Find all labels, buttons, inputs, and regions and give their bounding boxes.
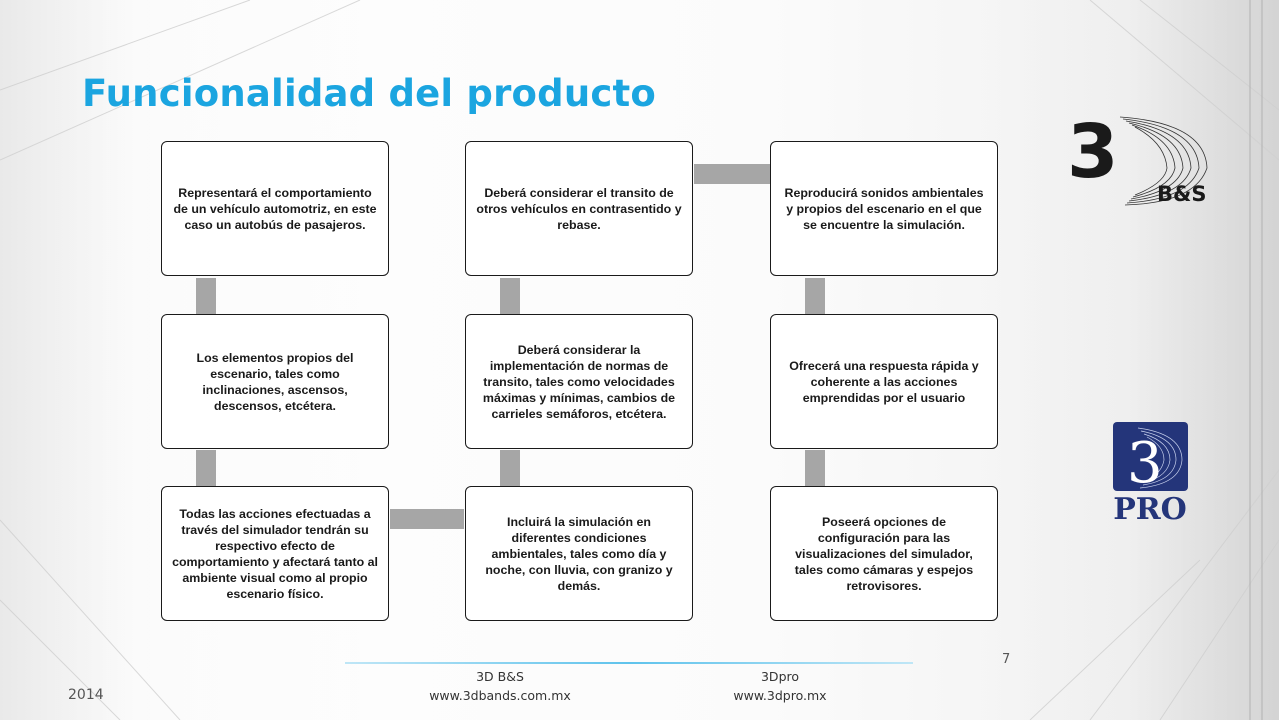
- flow-box-8: Ofrecerá una respuesta rápida y coherent…: [770, 314, 998, 449]
- page-title: Funcionalidad del producto: [82, 72, 657, 115]
- flow-box-6: Incluirá la simulación en diferentes con…: [465, 486, 693, 621]
- footer-left-block: 3D B&S www.3dbands.com.mx: [410, 667, 590, 705]
- flow-box-text: Deberá considerar la implementación de n…: [482, 342, 676, 421]
- flow-box-text: Representará el comportamiento de un veh…: [173, 185, 377, 232]
- connector-5-4: [500, 278, 520, 314]
- connector-6-5: [500, 450, 520, 486]
- flow-box-4: Deberá considerar el transito de otros v…: [465, 141, 693, 276]
- logo-3d-pro-label: PRO: [1113, 492, 1187, 522]
- flow-box-text: Deberá considerar el transito de otros v…: [476, 185, 682, 232]
- page-number: 7: [1002, 652, 1011, 667]
- flow-box-9: Poseerá opciones de configuración para l…: [770, 486, 998, 621]
- flow-box-5: Deberá considerar la implementación de n…: [465, 314, 693, 449]
- flow-box-2: Los elementos propios del escenario, tal…: [161, 314, 389, 449]
- footer-left-url: www.3dbands.com.mx: [429, 688, 571, 703]
- flow-box-7: Reproducirá sonidos ambientales y propio…: [770, 141, 998, 276]
- connector-7-8: [805, 278, 825, 314]
- connector-2-3: [196, 450, 216, 486]
- flow-box-text: Todas las acciones efectuadas a través d…: [172, 506, 378, 601]
- footer-divider: [345, 662, 913, 664]
- flow-box-text: Ofrecerá una respuesta rápida y coherent…: [789, 358, 979, 405]
- connector-3-6: [390, 509, 464, 529]
- footer-right-url: www.3dpro.mx: [733, 688, 827, 703]
- connector-4-7: [694, 164, 770, 184]
- connector-1-2: [196, 278, 216, 314]
- flow-box-text: Poseerá opciones de configuración para l…: [794, 514, 974, 593]
- connector-8-9: [805, 450, 825, 486]
- logo-3d-bs: 3 B&S: [1067, 113, 1208, 206]
- flow-box-text: Reproducirá sonidos ambientales y propio…: [784, 185, 984, 232]
- flow-box-text: Los elementos propios del escenario, tal…: [196, 350, 354, 413]
- logo-3d-bs-mark: 3: [1067, 113, 1119, 195]
- flow-box-1: Representará el comportamiento de un veh…: [161, 141, 389, 276]
- flow-box-3: Todas las acciones efectuadas a través d…: [161, 486, 389, 621]
- logo-3d-pro: 3 PRO: [1113, 422, 1188, 522]
- footer-right-block: 3Dpro www.3dpro.mx: [705, 667, 855, 705]
- footer-year: 2014: [68, 687, 104, 703]
- footer-left-company: 3D B&S: [476, 669, 524, 684]
- logo-3d-bs-label: B&S: [1157, 182, 1206, 206]
- flow-box-text: Incluirá la simulación en diferentes con…: [485, 514, 673, 593]
- logo-3d-pro-mark: 3: [1127, 431, 1163, 496]
- footer-right-company: 3Dpro: [760, 669, 800, 684]
